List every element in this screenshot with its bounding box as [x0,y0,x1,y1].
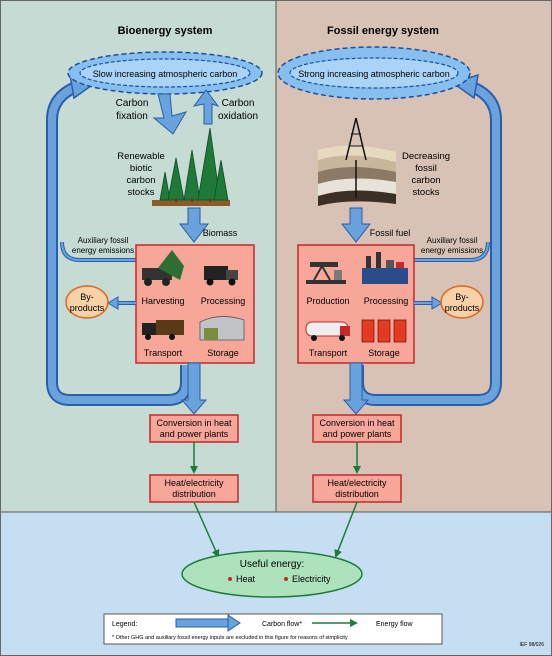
carbon-fixation-arrow [152,93,188,135]
fossil-distribution-label-2: distribution [335,489,379,499]
fossil-stocks-label-2: fossil [415,163,437,174]
fossil-byproducts-label-2: products [445,303,480,313]
carbon-fixation-label-1: Carbon [116,98,149,109]
fossil-to-conversion-arrow [342,362,370,415]
harvester-icon [142,250,184,286]
fossil-distribution-label-1: Heat/electricity [327,478,387,488]
carbon-oxidation-arrow [192,89,220,125]
useful-energy-electricity: Electricity [292,574,331,584]
bio-byproducts-label-1: By- [80,292,94,302]
oil-pump-icon [306,262,346,284]
bioenergy-title: Bioenergy system [118,25,213,37]
tanker-truck-icon [305,321,350,341]
carbon-oxidation-label-1: Carbon [222,98,255,109]
processing-truck-icon [204,266,238,286]
biomass-arrow [178,207,210,243]
bio-step-storage: Storage [207,348,239,358]
legend-box [103,613,443,645]
bio-atmosphere-label: Slow increasing atmospheric carbon [93,69,238,79]
bio-step-processing: Processing [201,296,246,306]
bio-aux-label-1: Auxiliary fossil [78,236,129,245]
bio-conversion-box [149,414,239,443]
bio-to-conversion-arrow [180,362,208,415]
fossil-step-transport: Transport [309,348,348,358]
fossil-aux-label-1: Auxiliary fossil [427,236,478,245]
fossil-fuel-label: Fossil fuel [370,228,411,238]
heat-bullet-icon [228,577,232,581]
fossil-conversion-box [312,414,402,443]
legend-title: Legend: [112,621,137,628]
legend-energy-flow: Energy flow [376,621,414,628]
fossil-atmosphere-label: Strong increasing atmospheric carbon [298,69,450,79]
fossil-byproducts [440,285,484,319]
bio-aux-label-2: energy emissions [72,246,134,255]
fossil-aux-label-2: energy emissions [421,246,483,255]
forest-icon [152,127,230,206]
bio-step-transport: Transport [144,348,183,358]
electricity-bullet-icon [284,577,288,581]
fossil-conversion-label-1: Conversion in heat [319,418,395,428]
fossil-stocks-label-1: Decreasing [402,151,450,162]
fossil-step-production: Production [306,296,349,306]
bio-conversion-label-2: and power plants [160,429,229,439]
oil-well-icon [318,117,396,206]
bio-byproducts [65,285,109,319]
storage-tanks-icon [361,319,407,343]
bio-process-box [135,244,255,364]
carbon-fixation-label-2: fixation [116,111,148,122]
fossil-step-storage: Storage [368,348,400,358]
bio-step-harvesting: Harvesting [141,296,184,306]
fossil-distribution-box [312,474,402,503]
carbon-oxidation-label-2: oxidation [218,111,258,122]
bio-distribution-label-2: distribution [172,489,216,499]
bio-atmosphere [79,58,251,88]
bio-conversion-label-1: Conversion in heat [156,418,232,428]
transport-truck-icon [142,320,184,340]
legend-carbon-flow: Carbon flow* [262,621,302,628]
fossil-byproducts-label-1: By- [455,292,469,302]
fossil-atmosphere [289,57,459,89]
figure-credit: IEF 98/026 [520,642,545,648]
fossil-conversion-label-2: and power plants [323,429,392,439]
bio-stocks-label-3: carbon [126,175,155,186]
fossil-fuel-arrow [340,207,372,243]
biomass-label: Biomass [203,228,238,238]
fossil-title: Fossil energy system [327,25,439,37]
refinery-icon [362,252,408,284]
bio-stocks-label-4: stocks [128,187,155,198]
fossil-stocks-label-4: stocks [413,187,440,198]
useful-energy-ellipse [181,550,363,598]
useful-energy-heat: Heat [236,574,256,584]
fossil-step-processing: Processing [364,296,409,306]
bio-stocks-label-2: biotic [130,163,152,174]
legend-note: * Other GHG and auxiliary fossil energy … [112,635,348,641]
carbon-flow-legend-arrow-icon [175,614,241,632]
fossil-stocks-label-3: carbon [411,175,440,186]
storage-shed-icon [199,316,245,341]
bio-byproducts-label-2: products [70,303,105,313]
bio-distribution-label-1: Heat/electricity [164,478,224,488]
useful-energy-title: Useful energy: [240,559,304,570]
bio-stocks-label-1: Renewable [117,151,165,162]
